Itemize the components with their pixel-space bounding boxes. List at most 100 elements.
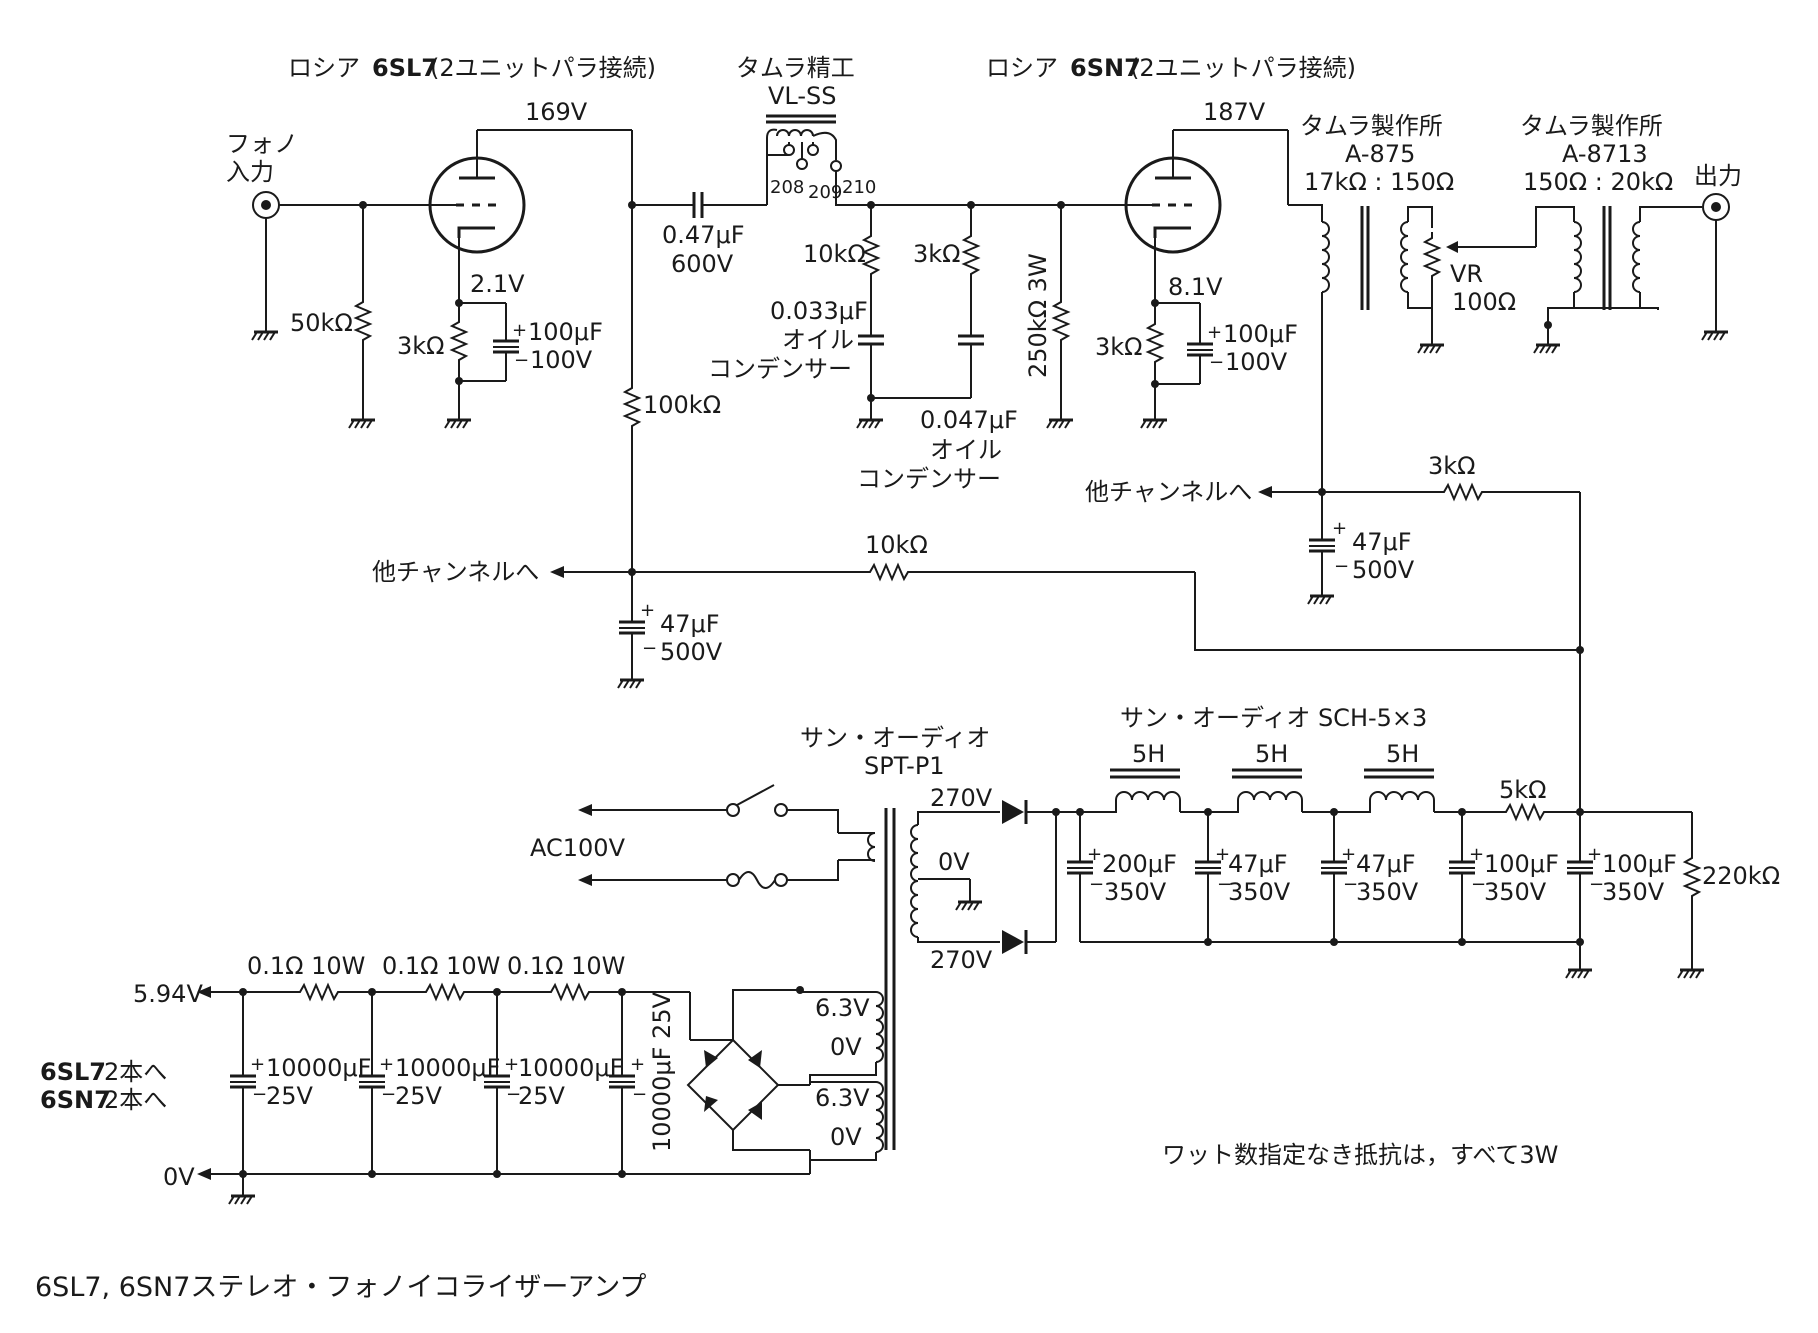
transformer-vlss — [766, 114, 842, 205]
cathode-resistor-2-label: 3kΩ — [1095, 333, 1143, 361]
decoupling-cap-2-label-a: 47μF — [1352, 528, 1412, 556]
svg-text:+: + — [379, 1054, 394, 1075]
heater-to-6sl7-b: 2本へ — [104, 1058, 167, 1086]
hv-voltage-top: 270V — [930, 784, 993, 812]
heater-cap-1-label-a: 10000μF — [266, 1054, 371, 1082]
to-other-channel-2: 他チャンネルへ — [1085, 478, 1252, 506]
ptrans-model: SPT-P1 — [864, 752, 945, 780]
heater-to-6sn7-a: 6SN7 — [40, 1086, 111, 1114]
a8713-maker: タムラ製作所 — [1520, 112, 1663, 140]
grid-resistor-50k — [355, 295, 371, 347]
diagram-caption: 6SL7, 6SN7ステレオ・フォノイコライザーアンプ — [35, 1272, 646, 1303]
heater-resistor-3-label: 0.1Ω 10W — [507, 952, 625, 980]
power-switch[interactable] — [726, 784, 788, 817]
heater-winding-1 — [799, 990, 884, 1085]
cathode-resistor-1-label: 3kΩ — [397, 332, 445, 360]
grid-resistor-250k-label: 250kΩ 3W — [1024, 253, 1052, 378]
cathode-cap-2-label-b: 100V — [1225, 348, 1288, 376]
a875-ratio: 17kΩ : 150Ω — [1304, 168, 1454, 196]
svg-text:+: + — [1087, 844, 1102, 865]
svg-text:−: − — [1209, 352, 1224, 373]
svg-text:+: + — [1215, 844, 1230, 865]
heater-resistor-2 — [419, 984, 471, 1000]
filter-cap-100-1-label-a: 100μF — [1484, 850, 1559, 878]
eq-cap-0047-label-b: オイル — [930, 436, 1002, 464]
heater-winding-1-zero: 0V — [830, 1033, 862, 1061]
svg-text:−: − — [1589, 874, 1604, 895]
bleeder-resistor-220k — [1684, 851, 1700, 903]
choke-2-label: 5H — [1255, 740, 1288, 768]
choke-3-label: 5H — [1386, 740, 1419, 768]
filter-cap-100-2-label-b: 350V — [1602, 878, 1665, 906]
grid-resistor-250k — [1053, 295, 1069, 347]
center-tap-0v: 0V — [938, 848, 970, 876]
heater-cap-2-label-b: 25V — [395, 1082, 443, 1110]
transformer-a875 — [1288, 204, 1433, 310]
svg-text:−: − — [642, 638, 657, 659]
svg-text:+: + — [1469, 844, 1484, 865]
heater-cap-4-label: 10000μF 25V — [648, 991, 676, 1152]
a8713-ratio: 150Ω : 20kΩ — [1523, 168, 1673, 196]
rectifier-diode-1 — [1002, 800, 1028, 824]
decoupling-resistor-3k-label: 3kΩ — [1428, 452, 1476, 480]
filter-resistor-5k — [1499, 804, 1551, 820]
svg-text:+: + — [1587, 844, 1602, 865]
eq-cap-0047-label-c: コンデンサー — [857, 465, 1001, 493]
eq-cap-0033-label-c: コンデンサー — [708, 355, 852, 383]
heater-cap-2-label-a: 10000μF — [395, 1054, 500, 1082]
filter-cap-47-1-label-a: 47μF — [1228, 850, 1288, 878]
tube-6sn7 — [1124, 130, 1222, 303]
heater-resistor-2-label: 0.1Ω 10W — [382, 952, 500, 980]
filter-cap-100-2-label-a: 100μF — [1602, 850, 1677, 878]
ground-symbol — [250, 330, 280, 342]
vr-label-b: 100Ω — [1452, 288, 1516, 316]
heater-resistor-3 — [544, 984, 596, 1000]
decoupling-cap-1-label-a: 47μF — [660, 610, 720, 638]
cathode-voltage-21: 2.1V — [470, 270, 525, 298]
choke-1 — [1110, 768, 1181, 813]
heater-to-6sn7-b: 2本へ — [104, 1086, 167, 1114]
eq-resistor-10k-label: 10kΩ — [803, 240, 866, 268]
decoupling-resistor-10k-label: 10kΩ — [865, 531, 928, 559]
svg-text:−: − — [252, 1084, 267, 1105]
filter-resistor-5k-label: 5kΩ — [1499, 776, 1547, 804]
svg-text:+: + — [250, 1054, 265, 1075]
phono-input-jack — [252, 191, 280, 219]
tube2-title-c: (2ユニットパラ接続) — [1130, 54, 1356, 82]
choke-2 — [1232, 768, 1303, 813]
heater-zero-volt: 0V — [163, 1163, 195, 1191]
eq-resistor-10k — [863, 229, 879, 281]
svg-text:−: − — [381, 1084, 396, 1105]
heater-cap-1-label-b: 25V — [266, 1082, 314, 1110]
cathode-voltage-81: 8.1V — [1168, 273, 1223, 301]
tube-6sl7 — [428, 130, 526, 296]
coupling-cap-label-a: 0.47μF — [662, 221, 745, 249]
heater-to-6sl7-a: 6SL7 — [40, 1058, 106, 1086]
resistor-wattage-note: ワット数指定なき抵抗は，すべて3W — [1162, 1141, 1558, 1169]
eq-capacitor-0047 — [956, 313, 986, 367]
heater-output-voltage: 5.94V — [133, 980, 203, 1008]
output-jack — [1702, 193, 1730, 221]
a8713-model: A-8713 — [1562, 140, 1648, 168]
plate-voltage-169: 169V — [525, 98, 588, 126]
filter-cap-47-1-label-b: 350V — [1228, 878, 1291, 906]
tube1-title-a: ロシア — [288, 54, 360, 82]
tap-208: 208 — [770, 177, 804, 198]
plate-resistor-label: 100kΩ — [643, 391, 721, 419]
phono-input-label-2: 入力 — [226, 158, 274, 186]
choke-1-label: 5H — [1132, 740, 1165, 768]
svg-text:−: − — [1471, 874, 1486, 895]
filter-cap-200-label-b: 350V — [1104, 878, 1167, 906]
svg-text:−: − — [1343, 874, 1358, 895]
eq-cap-0033-label-b: オイル — [782, 326, 854, 354]
tap-210: 210 — [842, 177, 876, 198]
to-other-channel-1: 他チャンネルへ — [372, 558, 539, 586]
svg-text:+: + — [640, 600, 655, 621]
cathode-cap-2-label-a: 100μF — [1223, 320, 1298, 348]
filter-cap-47-2-label-b: 350V — [1356, 878, 1419, 906]
eq-cap-0047-label-a: 0.047μF — [920, 406, 1018, 434]
choke-3 — [1364, 768, 1435, 813]
svg-text:−: − — [1334, 556, 1349, 577]
rectifier-diode-2 — [1002, 930, 1028, 954]
choke-title: サン・オーディオ SCH-5×3 — [1120, 704, 1427, 732]
